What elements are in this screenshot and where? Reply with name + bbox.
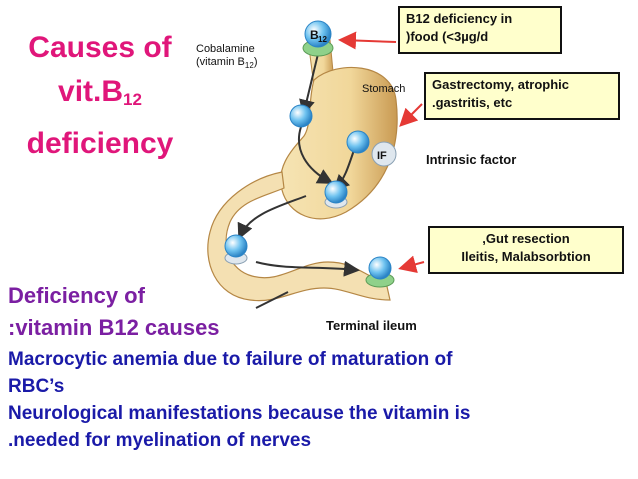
b12-badge-sub: 12 <box>318 35 327 44</box>
callout-food-line-2: )food (<3µg/d <box>406 29 489 44</box>
b12-sphere-stomach-2 <box>346 130 370 154</box>
deficiency-heading-line-1: Deficiency of <box>8 283 145 308</box>
svg-text:(vitamin B12): (vitamin B12) <box>196 56 257 70</box>
b12-badge-main: B <box>310 28 319 42</box>
deficiency-effects: Macrocytic anemia due to failure of matu… <box>8 346 628 454</box>
b12-absorption-diagram: B 12 IF Cobalamine (vitamin B12) Stomach <box>196 20 425 309</box>
callout-gut-line-1: ,Gut resection <box>482 231 570 246</box>
callout-food-line-1: B12 deficiency in <box>406 11 513 26</box>
b12-if-complex-1 <box>324 180 348 209</box>
deficiency-heading-line-2: :vitamin B12 causes <box>8 315 220 340</box>
cobalamine-label-2: (vitamin B <box>196 56 245 68</box>
deficiency-heading: Deficiency of :vitamin B12 causes <box>8 280 328 344</box>
title-line-3: deficiency <box>26 127 174 160</box>
b12-sphere-stomach-1 <box>289 104 313 128</box>
if-label: IF <box>377 150 387 162</box>
callout-food-deficiency: B12 deficiency in )food (<3µg/d <box>398 6 562 54</box>
cobalamine-label-2-end: ) <box>254 56 258 68</box>
intrinsic-factor-sphere: IF <box>371 141 397 167</box>
title-line-1: Causes of <box>28 31 172 64</box>
stomach-label: Stomach <box>362 83 405 95</box>
deficiency-effect-line-3: Neurological manifestations because the … <box>8 403 471 424</box>
stomach-shape <box>280 66 398 220</box>
b12-sphere-top: B 12 <box>302 20 334 57</box>
pathway-arrow-5 <box>255 260 360 277</box>
title-line-2: vit.B <box>58 75 124 108</box>
callout-gastrectomy-line-2: .gastritis, etc <box>432 95 513 110</box>
callout-gut-line-2: Ileitis, Malabsorbtion <box>461 249 591 264</box>
cobalamine-label-2-sub: 12 <box>245 61 254 70</box>
callout-gut-resection: ,Gut resection Ileitis, Malabsorbtion <box>428 226 624 274</box>
terminal-ileum-label: Terminal ileum <box>326 318 417 333</box>
red-arrow-gut <box>398 255 425 273</box>
pathway-arrow-2 <box>297 123 334 184</box>
red-arrow-gastrectomy <box>399 103 423 127</box>
deficiency-effect-line-1: Macrocytic anemia due to failure of matu… <box>8 349 453 370</box>
intrinsic-factor-label: Intrinsic factor <box>426 152 517 167</box>
slide-title: Causes of vit.B12 deficiency <box>6 26 194 166</box>
deficiency-effect-line-4: .needed for myelination of nerves <box>8 430 312 451</box>
b12-sphere-ileum <box>365 256 395 288</box>
red-arrow-food <box>338 31 397 50</box>
pathway-arrow-4 <box>237 195 307 240</box>
callout-gastrectomy-line-1: Gastrectomy, atrophic <box>432 77 570 92</box>
b12-if-complex-2 <box>224 234 248 265</box>
cobalamine-label: Cobalamine <box>196 43 255 55</box>
deficiency-effect-line-2: RBC’s <box>8 376 65 397</box>
terminal-ileum-pointer <box>255 291 289 309</box>
callout-gastrectomy: Gastrectomy, atrophic .gastritis, etc <box>424 72 620 120</box>
title-line-2-subscript: 12 <box>123 90 142 109</box>
